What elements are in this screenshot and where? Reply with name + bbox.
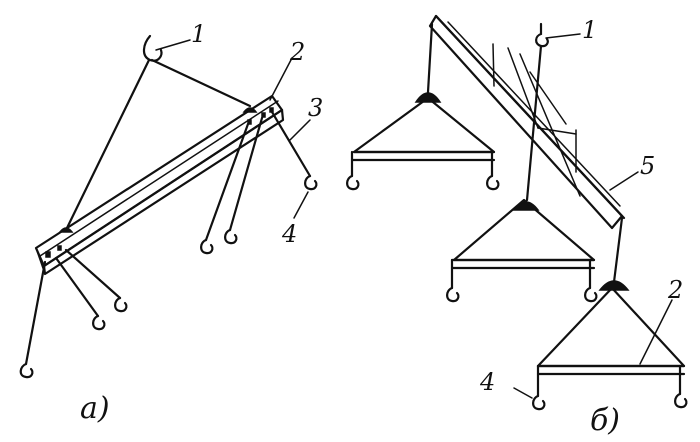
sling-a-6 [270,110,312,178]
callout-2-a: 2 [289,38,305,66]
sling-a-3 [64,248,122,300]
hook-icon [92,314,106,331]
traverse-beam [34,94,285,276]
sling-a-1 [24,260,47,366]
hook-icon [532,394,546,411]
panel-a: 1 2 3 [19,20,323,426]
lift-rope-right [150,58,252,108]
hook-icon [674,392,688,409]
hook-icon [224,228,238,245]
lift-rope-main [525,44,543,202]
hook-icon [304,174,318,191]
triangle-frame-middle [446,198,598,303]
hook-icon [114,296,128,313]
callout-3-a: 3 [308,94,323,122]
crane-hook-icon [535,22,549,48]
callout-2-b: 2 [667,276,683,304]
caption-a: а) [80,391,110,426]
crane-hook-icon [142,34,163,62]
hook-icon [346,174,360,191]
sling-a-5 [228,116,264,232]
callout-4-a: 4 [281,220,297,248]
hook-icon [486,174,500,191]
callout-4-b: 4 [479,368,495,396]
caption-b: б) [590,403,620,438]
sling-a-2 [54,256,100,318]
hook-icon [584,286,598,303]
panel-b: 1 5 [346,14,688,438]
triangle-frame-upper [346,92,500,191]
hook-icon [200,238,214,255]
callout-5-b: 5 [640,152,655,180]
triangle-frame-lower [532,280,688,411]
hook-icon [19,362,34,379]
callout-1-a: 1 [191,20,206,48]
hook-icon [446,286,460,303]
lift-rope-left [64,58,151,232]
sling-a-4 [204,122,250,242]
callout-1-b: 1 [582,16,597,44]
